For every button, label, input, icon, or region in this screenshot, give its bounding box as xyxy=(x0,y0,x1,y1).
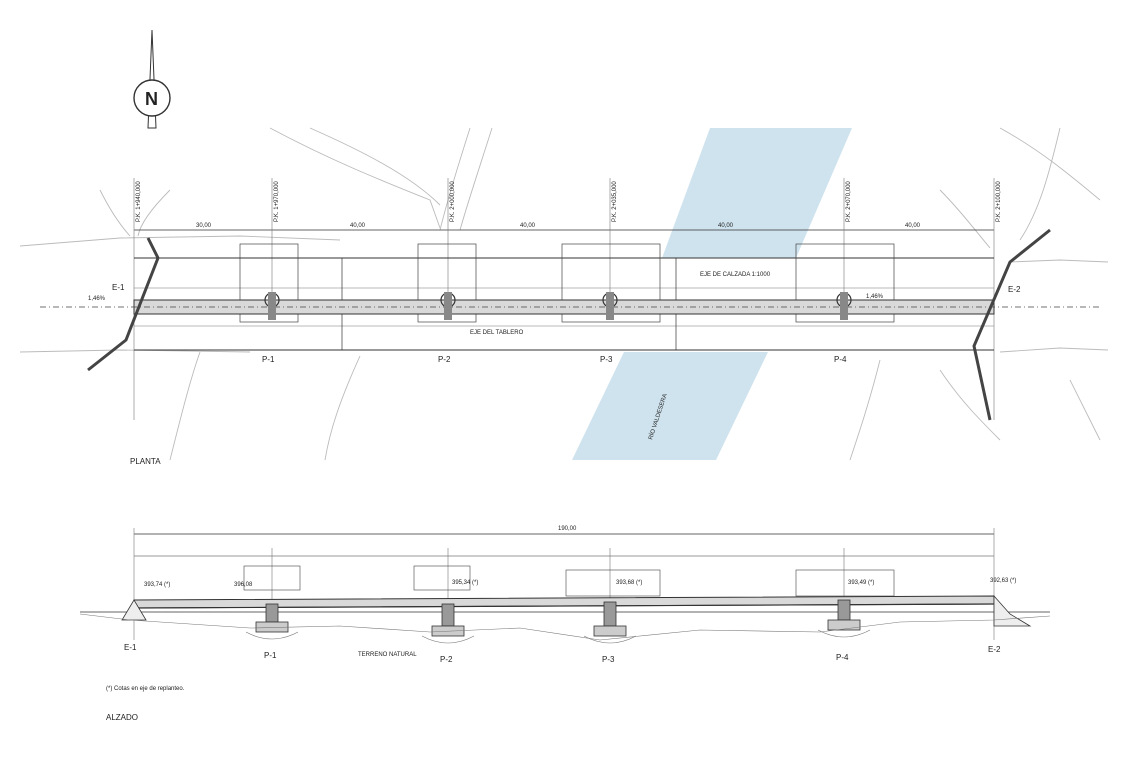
annotation-axis: EJE DE CALZADA 1:1000 xyxy=(700,272,771,278)
station-label-1: P.K. 1+940,000 xyxy=(136,181,142,222)
elevation-pier-p4-label: P-4 xyxy=(836,653,849,662)
elevation-deck xyxy=(80,595,1050,613)
span-dim-1: 30,00 xyxy=(196,223,212,229)
level-p3: 393,68 (*) xyxy=(616,580,642,586)
plan-pier-p4: P-4 xyxy=(834,355,847,364)
elevation-pier-p3 xyxy=(583,601,637,644)
elevation-pier-p1 xyxy=(245,603,299,640)
plan-view-label: PLANTA xyxy=(130,457,161,466)
pier-marker-p3 xyxy=(602,292,618,320)
plan-road xyxy=(134,243,994,351)
station-label-5: P.K. 2+070,000 xyxy=(846,181,852,222)
level-e2: 392,63 (*) xyxy=(990,578,1016,584)
plan-abutment-e1: E-1 xyxy=(112,283,125,292)
ground-profile xyxy=(79,613,1051,641)
span-dim-5: 40,00 xyxy=(905,223,921,229)
elevation-abutment-e2-label: E-2 xyxy=(988,645,1001,654)
elevation-pier-p2-label: P-2 xyxy=(440,655,453,664)
elevation-pier-p3-label: P-3 xyxy=(602,655,615,664)
span-dim-2: 40,00 xyxy=(350,223,366,229)
north-arrow: N xyxy=(133,29,171,129)
slope-label-left: 1,46% xyxy=(88,296,106,302)
annotation-deck: EJE DEL TABLERO xyxy=(470,330,524,336)
plan-pier-p2: P-2 xyxy=(438,355,451,364)
pier-marker-p4 xyxy=(836,292,852,320)
level-p1: 396,08 xyxy=(234,582,253,588)
slope-label-right: 1,46% xyxy=(866,294,884,300)
elevation-note: (*) Cotas en eje de replanteo. xyxy=(106,686,185,692)
elevation-pier-p4 xyxy=(817,599,871,638)
terrain-lines xyxy=(19,127,1109,461)
elevation-foundation-label: TERRENO NATURAL xyxy=(358,652,417,658)
elevation-pier-p1-label: P-1 xyxy=(264,651,277,660)
plan-dimension-line xyxy=(133,178,995,420)
abutment-e2-wing xyxy=(972,228,1051,421)
level-p2: 395,34 (*) xyxy=(452,580,478,586)
level-e1: 393,74 (*) xyxy=(144,582,170,588)
elevation-abutment-e1-label: E-1 xyxy=(124,643,137,652)
elevation-pier-p2 xyxy=(421,603,475,644)
span-dim-4: 40,00 xyxy=(718,223,734,229)
level-p4: 393,49 (*) xyxy=(848,580,874,586)
plan-abutment-e2: E-2 xyxy=(1008,285,1021,294)
north-arrow-letter: N xyxy=(145,89,158,109)
elevation-view-label: ALZADO xyxy=(106,713,138,722)
station-label-3: P.K. 2+000,000 xyxy=(450,181,456,222)
river-band-lower xyxy=(572,352,768,460)
plan-pier-p3: P-3 xyxy=(600,355,613,364)
pier-marker-p1 xyxy=(264,292,280,320)
span-dim-3: 40,00 xyxy=(520,223,536,229)
river-band-upper xyxy=(662,128,852,258)
station-label-4: P.K. 2+035,000 xyxy=(612,181,618,222)
elevation-total-length: 190,00 xyxy=(558,526,577,532)
elevation-abutment-e2 xyxy=(993,594,1032,627)
station-label-6: P.K. 2+100,000 xyxy=(996,181,1002,222)
station-label-2: P.K. 1+970,000 xyxy=(274,181,280,222)
plan-pier-p1: P-1 xyxy=(262,355,275,364)
pier-marker-p2 xyxy=(440,292,456,320)
abutment-e1-wing xyxy=(87,237,160,372)
